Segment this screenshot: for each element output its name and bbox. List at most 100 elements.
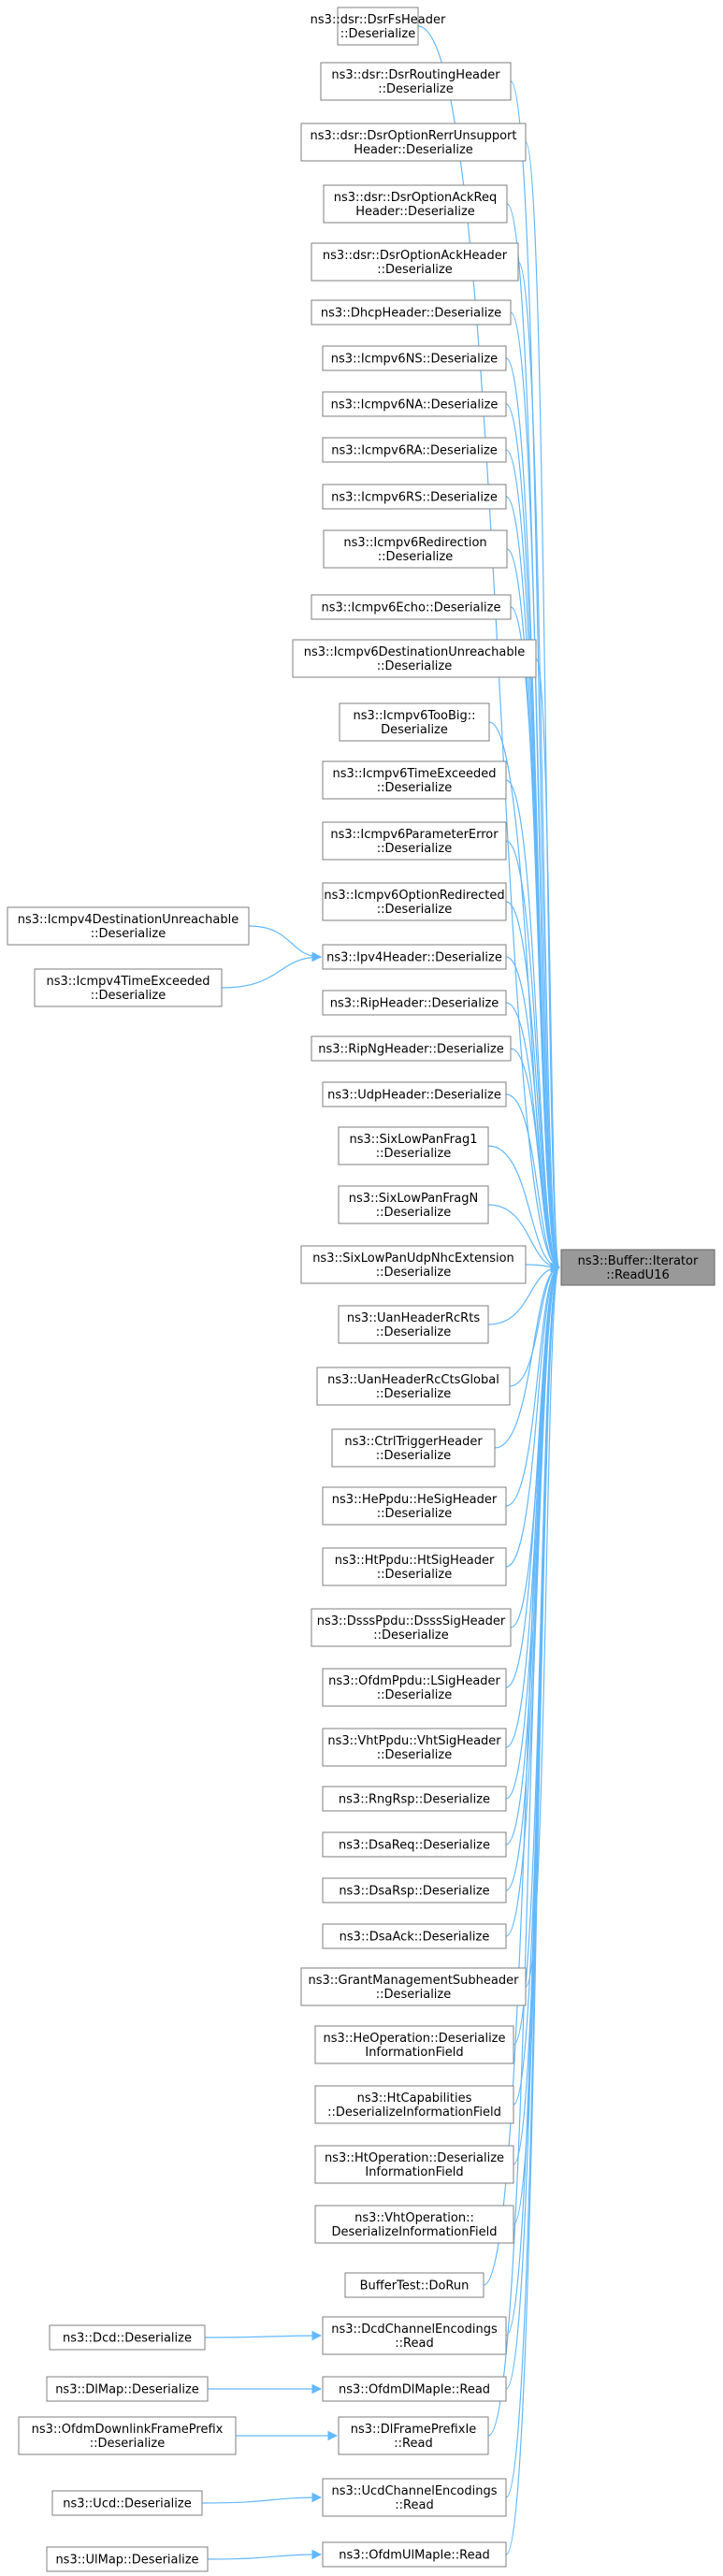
caller-node-c5[interactable]: ns3::dsr::DsrOptionAckHeader::Deserializ… xyxy=(311,242,519,282)
caller-node-c29[interactable]: ns3::HtPpdu::HtSigHeader::Deserialize xyxy=(322,1547,507,1586)
caller-node-c13[interactable]: ns3::Icmpv6DestinationUnreachable::Deser… xyxy=(292,639,537,678)
node-box xyxy=(311,1608,512,1647)
caller-node-c31[interactable]: ns3::OfdmPpdu::LSigHeader::Deserialize xyxy=(322,1668,507,1707)
node-label-line: ::Deserialize xyxy=(377,781,453,795)
caller-node-c40[interactable]: ns3::HtOperation::DeserializeInformation… xyxy=(314,2145,514,2184)
caller-node-c46[interactable]: ns3::UcdChannelEncodings::Read xyxy=(322,2478,507,2517)
caller-node-c42[interactable]: BufferTest::DoRun xyxy=(344,2272,484,2298)
caller-node-c14[interactable]: ns3::Icmpv6TooBig::Deserialize xyxy=(339,702,490,742)
caller-node-c19[interactable]: ns3::RipHeader::Deserialize xyxy=(322,990,507,1016)
node-label-line: ns3::DhcpHeader::Deserialize xyxy=(321,307,501,321)
caller-node-c39[interactable]: ns3::HtCapabilities::DeserializeInformat… xyxy=(314,2085,514,2124)
node-box xyxy=(323,529,508,569)
node-box xyxy=(322,2376,507,2402)
edge-s6-to-c46 xyxy=(201,2492,323,2504)
caller-node-c16[interactable]: ns3::Icmpv6ParameterError::Deserialize xyxy=(322,821,507,861)
caller-node-c20[interactable]: ns3::RipNgHeader::Deserialize xyxy=(311,1035,512,1062)
node-label-line: ::Deserialize xyxy=(376,1325,452,1339)
node-box xyxy=(322,1831,507,1858)
caller-node-c23[interactable]: ns3::SixLowPanFragN::Deserialize xyxy=(338,1185,489,1224)
node-label-line: Deserialize xyxy=(381,723,448,737)
caller-node-c10[interactable]: ns3::Icmpv6RS::Deserialize xyxy=(322,484,507,510)
caller-node-c28[interactable]: ns3::HePpdu::HeSigHeader::Deserialize xyxy=(322,1486,507,1526)
caller-node-c25[interactable]: ns3::UanHeaderRcRts::Deserialize xyxy=(338,1305,489,1344)
node-box xyxy=(337,7,419,46)
caller-node-s1[interactable]: ns3::Icmpv4DestinationUnreachable::Deser… xyxy=(7,906,250,946)
caller-node-c12[interactable]: ns3::Icmpv6Echo::Deserialize xyxy=(311,594,512,620)
caller-node-c35[interactable]: ns3::DsaRsp::Deserialize xyxy=(322,1877,507,1903)
node-box xyxy=(314,2145,514,2184)
caller-node-s6[interactable]: ns3::Ucd::Deserialize xyxy=(51,2490,203,2516)
caller-node-c30[interactable]: ns3::DsssPpdu::DsssSigHeader::Deserializ… xyxy=(311,1608,512,1647)
caller-node-c37[interactable]: ns3::GrantManagementSubheader::Deseriali… xyxy=(300,1967,527,2006)
caller-node-c15[interactable]: ns3::Icmpv6TimeExceeded::Deserialize xyxy=(322,760,507,800)
node-label-line: ns3::CtrlTriggerHeader xyxy=(344,1435,483,1449)
caller-node-c33[interactable]: ns3::RngRsp::Deserialize xyxy=(322,1786,507,1812)
caller-node-s2[interactable]: ns3::Icmpv4TimeExceeded::Deserialize xyxy=(34,968,223,1007)
node-label-line: ::Deserialize xyxy=(377,263,453,277)
node-box xyxy=(292,639,537,678)
caller-node-c27[interactable]: ns3::CtrlTriggerHeader::Deserialize xyxy=(331,1428,496,1468)
node-label-line: ns3::HeOperation::Deserialize xyxy=(323,2032,505,2046)
caller-node-c26[interactable]: ns3::UanHeaderRcCtsGlobal::Deserialize xyxy=(316,1367,511,1406)
node-label-line: ns3::DsssPpdu::DsssSigHeader xyxy=(317,1614,506,1628)
node-box xyxy=(311,1035,512,1062)
edge-c7-to-target xyxy=(505,357,561,1273)
caller-node-c41[interactable]: ns3::VhtOperation::DeserializeInformatio… xyxy=(314,2205,514,2244)
node-label-line: ::Deserialize xyxy=(378,550,454,564)
caller-node-c17[interactable]: ns3::Icmpv6OptionRedirected::Deserialize xyxy=(322,882,507,921)
caller-node-c18[interactable]: ns3::Ipv4Header::Deserialize xyxy=(322,944,507,970)
edge-s3-to-c43 xyxy=(204,2330,323,2341)
caller-node-c7[interactable]: ns3::Icmpv6NS::Deserialize xyxy=(322,345,507,371)
target-node-buffer-iterator-readu16[interactable]: ns3::Buffer::Iterator::ReadU16 xyxy=(560,1249,716,1286)
caller-node-c4[interactable]: ns3::dsr::DsrOptionAckReqHeader::Deseria… xyxy=(323,184,508,224)
caller-node-c2[interactable]: ns3::dsr::DsrRoutingHeader::Deserialize xyxy=(320,62,512,101)
caller-node-c38[interactable]: ns3::HeOperation::DeserializeInformation… xyxy=(314,2025,514,2064)
caller-node-c22[interactable]: ns3::SixLowPanFrag1::Deserialize xyxy=(338,1126,489,1165)
caller-node-c36[interactable]: ns3::DsaAck::Deserialize xyxy=(322,1923,507,1949)
node-label-line: ns3::Ucd::Deserialize xyxy=(63,2497,191,2511)
caller-node-c8[interactable]: ns3::Icmpv6NA::Deserialize xyxy=(322,391,507,417)
caller-node-s3[interactable]: ns3::Dcd::Deserialize xyxy=(49,2324,206,2351)
caller-node-s7[interactable]: ns3::UlMap::Deserialize xyxy=(46,2546,209,2572)
caller-node-c32[interactable]: ns3::VhtPpdu::VhtSigHeader::Deserialize xyxy=(322,1728,507,1767)
caller-node-c45[interactable]: ns3::DlFramePrefixIe::Read xyxy=(338,2416,489,2455)
edge-c40-to-target xyxy=(513,1263,561,2165)
node-label-line: ns3::UcdChannelEncodings xyxy=(331,2484,497,2498)
edge-c10-to-target xyxy=(505,496,561,1273)
caller-node-s5[interactable]: ns3::OfdmDownlinkFramePrefix::Deserializ… xyxy=(18,2416,237,2455)
node-label-line: ns3::Icmpv6DestinationUnreachable xyxy=(304,645,526,659)
node-label-line: ns3::Icmpv6TooBig:: xyxy=(353,709,475,723)
node-label-line: ::Deserialize xyxy=(377,842,453,856)
edge-c47-to-target xyxy=(505,1263,561,2555)
node-label-line: ::Read xyxy=(395,2498,433,2512)
call-nodes: ns3::dsr::DsrFsHeader::Deserializens3::d… xyxy=(7,7,716,2572)
node-label-line: ns3::RngRsp::Deserialize xyxy=(339,1793,490,1807)
node-box xyxy=(320,62,512,101)
caller-node-s4[interactable]: ns3::DlMap::Deserialize xyxy=(46,2376,209,2402)
caller-node-c34[interactable]: ns3::DsaReq::Deserialize xyxy=(322,1831,507,1858)
caller-node-c21[interactable]: ns3::UdpHeader::Deserialize xyxy=(322,1081,507,1107)
caller-node-c9[interactable]: ns3::Icmpv6RA::Deserialize xyxy=(322,437,507,463)
node-label-line: ::Read xyxy=(395,2337,433,2351)
caller-node-c11[interactable]: ns3::Icmpv6Redirection::Deserialize xyxy=(323,529,508,569)
caller-node-c44[interactable]: ns3::OfdmDlMapIe::Read xyxy=(322,2376,507,2402)
caller-node-c43[interactable]: ns3::DcdChannelEncodings::Read xyxy=(322,2316,507,2355)
caller-node-c6[interactable]: ns3::DhcpHeader::Deserialize xyxy=(311,299,512,326)
node-label-line: ::Deserialize xyxy=(377,1507,453,1521)
node-box xyxy=(322,2541,507,2568)
caller-node-c3[interactable]: ns3::dsr::DsrOptionRerrUnsupportHeader::… xyxy=(300,123,527,162)
edge-c16-to-target xyxy=(505,840,561,1273)
caller-node-c24[interactable]: ns3::SixLowPanUdpNhcExtension::Deseriali… xyxy=(300,1245,527,1284)
node-box xyxy=(344,2272,484,2298)
node-label-line: ns3::DlFramePrefixIe xyxy=(351,2423,477,2437)
node-label-line: DeserializeInformationField xyxy=(331,2225,497,2239)
node-box xyxy=(314,2025,514,2064)
caller-node-c1[interactable]: ns3::dsr::DsrFsHeader::Deserialize xyxy=(311,7,446,46)
node-label-line: ns3::RipNgHeader::Deserialize xyxy=(318,1043,504,1057)
node-box xyxy=(322,1786,507,1812)
node-label-line: ns3::Icmpv6OptionRedirected xyxy=(324,889,504,903)
node-label-line: ::Deserialize xyxy=(377,1568,453,1582)
caller-node-c47[interactable]: ns3::OfdmUlMapIe::Read xyxy=(322,2541,507,2568)
